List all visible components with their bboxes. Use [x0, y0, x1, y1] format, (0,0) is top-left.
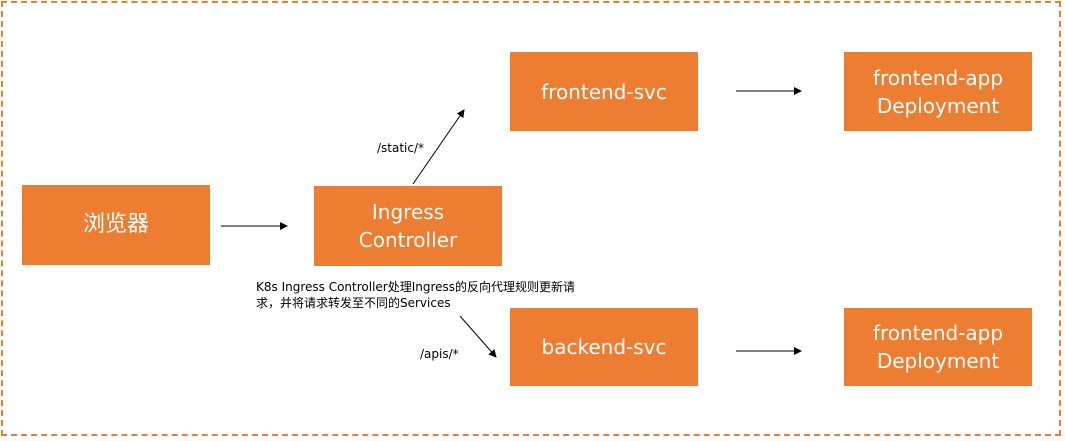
node-backend-svc: backend-svc: [510, 308, 698, 386]
node-frontend-deployment-bottom-line1: frontend-app: [872, 321, 1004, 345]
node-frontend-deployment-top-line1: frontend-app: [872, 65, 1004, 90]
node-browser: 浏览器: [22, 185, 210, 265]
node-ingress-controller: Ingress Controller: [314, 186, 502, 266]
arrow-ingress-to-backend-svc: [459, 315, 497, 358]
node-ingress-controller-line2: Controller: [358, 228, 458, 252]
node-frontend-svc-label: frontend-svc: [541, 79, 667, 104]
edge-label-apis: /apis/*: [420, 347, 459, 361]
node-frontend-deployment-bottom-line2: Deployment: [876, 349, 1000, 373]
ingress-note-line2: 求，并将请求转发至不同的Services: [256, 296, 451, 310]
node-frontend-deployment-top-line2: Deployment: [876, 93, 1000, 118]
node-browser-label: 浏览器: [82, 212, 149, 237]
ingress-note-line1: K8s Ingress Controller处理Ingress的反向代理规则更新…: [256, 280, 576, 294]
node-ingress-controller-line1: Ingress: [371, 200, 445, 224]
node-backend-svc-label: backend-svc: [541, 335, 667, 359]
node-frontend-svc: frontend-svc: [510, 52, 698, 131]
node-frontend-deployment-bottom: frontend-app Deployment: [844, 308, 1032, 386]
ingress-note: K8s Ingress Controller处理Ingress的反向代理规则更新…: [256, 279, 616, 311]
arrow-ingress-to-frontend-svc: [412, 109, 465, 185]
node-frontend-deployment-top: frontend-app Deployment: [844, 52, 1032, 131]
edge-label-static: /static/*: [377, 141, 425, 155]
